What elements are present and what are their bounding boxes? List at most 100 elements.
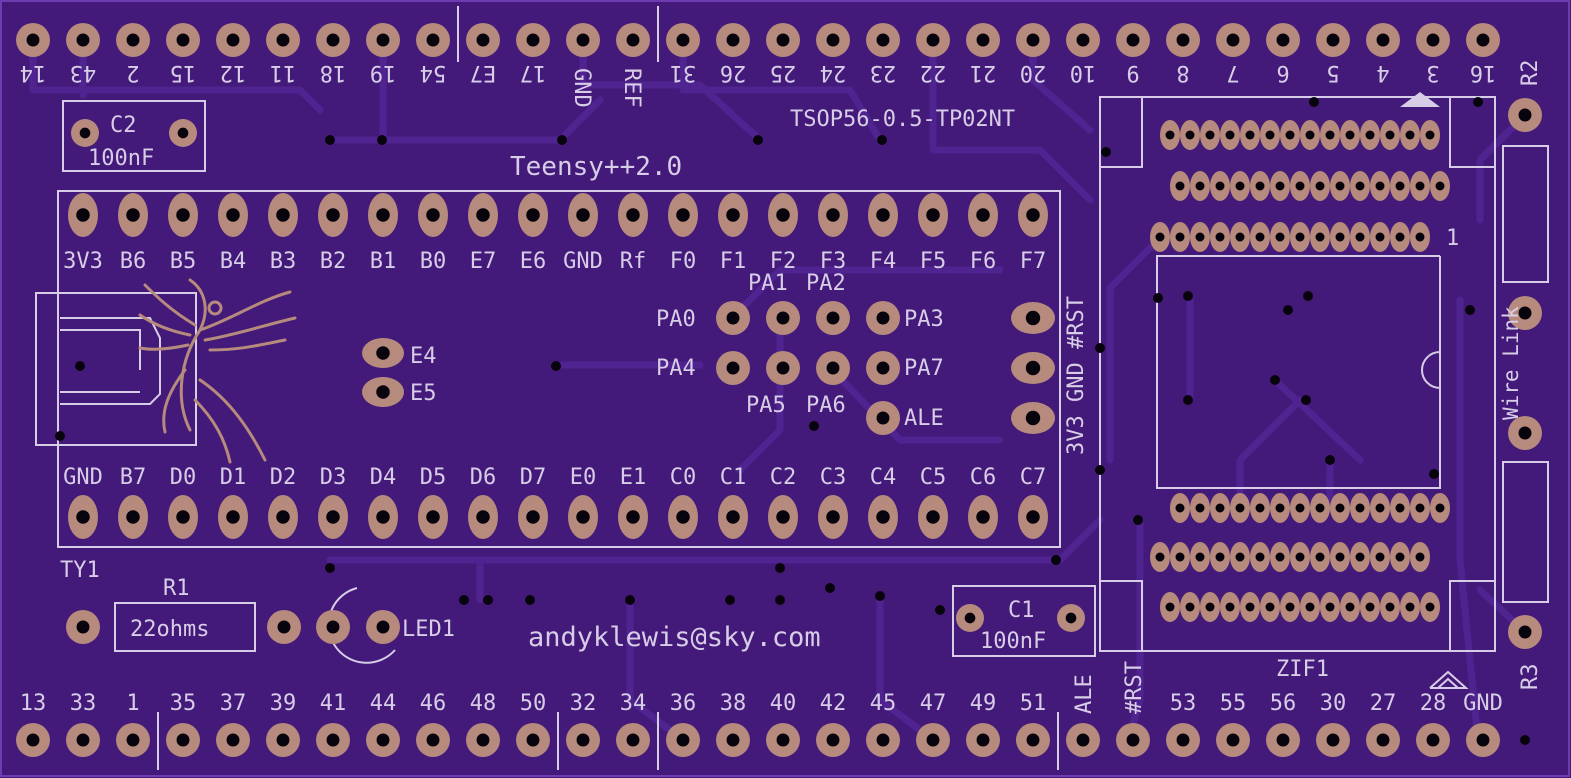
top-header-label: 26	[720, 60, 747, 85]
teensy-top-pin-label: B3	[270, 249, 297, 274]
bottom-header-label: 36	[670, 691, 697, 716]
top-header-label: 17	[520, 60, 547, 85]
edge-pad-labels: 3V3 GND #RST	[1064, 296, 1089, 455]
via	[325, 563, 335, 573]
teensy-bottom-pin-label: C7	[1020, 465, 1047, 490]
bottom-header-label: GND	[1463, 691, 1503, 716]
top-header-label: 14	[20, 60, 47, 85]
via	[525, 595, 535, 605]
via	[809, 421, 819, 431]
bottom-header-label: 55	[1220, 691, 1247, 716]
bottom-header-label: 28	[1420, 691, 1447, 716]
via	[1183, 395, 1193, 405]
bottom-header-label: 51	[1020, 691, 1047, 716]
top-header-label: 54	[420, 60, 447, 85]
via	[1133, 515, 1143, 525]
teensy-top-pin-label: F7	[1020, 249, 1047, 274]
bottom-header-label: ALE	[1072, 674, 1097, 714]
wire-link-label: Wire Link	[1499, 306, 1523, 420]
bottom-header-label: 47	[920, 691, 947, 716]
teensy-bottom-pin-label: E1	[620, 465, 647, 490]
phoenix-logo-icon	[138, 278, 297, 464]
via	[625, 595, 635, 605]
c2-ref: C2	[110, 113, 137, 138]
via	[557, 135, 567, 145]
via	[1101, 147, 1111, 157]
top-header-label: REF	[619, 68, 644, 108]
top-header-label: 2	[126, 60, 139, 85]
via	[1095, 465, 1105, 475]
teensy-top-pin-label: B2	[320, 249, 347, 274]
via	[325, 135, 335, 145]
top-header-label: 16	[1470, 60, 1497, 85]
teensy-top-pin-label: F1	[720, 249, 747, 274]
bottom-header-label: 37	[220, 691, 247, 716]
bottom-header-label: 48	[470, 691, 497, 716]
bottom-header-label: 45	[870, 691, 897, 716]
top-header-label: 7	[1226, 60, 1239, 85]
bottom-header-label: 49	[970, 691, 997, 716]
top-header-label: 21	[970, 60, 997, 85]
teensy-top-pin-label: F4	[870, 249, 897, 274]
top-header-label: 5	[1326, 60, 1339, 85]
teensy-top-pin-label: B1	[370, 249, 397, 274]
pad-label-ale: ALE	[904, 406, 944, 431]
top-header-label: 11	[270, 60, 297, 85]
via	[825, 583, 835, 593]
teensy-top-pin-label: B5	[170, 249, 197, 274]
r1-ref: R1	[163, 576, 190, 601]
via	[1465, 305, 1475, 315]
via	[775, 563, 785, 573]
teensy-ref: TY1	[60, 558, 100, 583]
pad-label-pa4: PA4	[656, 356, 696, 381]
teensy-top-pin-label: 3V3	[63, 249, 103, 274]
teensy-bottom-pin-label: B7	[120, 465, 147, 490]
teensy-bottom-pin-label: D4	[370, 465, 397, 490]
bottom-header-label: 30	[1320, 691, 1347, 716]
teensy-top-pin-label: E7	[470, 249, 497, 274]
via	[1301, 395, 1311, 405]
top-header-label: 23	[870, 60, 897, 85]
via	[1183, 291, 1193, 301]
top-header-label: 22	[920, 60, 947, 85]
silkscreen-outlines	[35, 6, 1549, 770]
top-header-label: 15	[170, 60, 197, 85]
teensy-top-pin-label: F3	[820, 249, 847, 274]
chip-label: TSOP56-0.5-TP02NT	[790, 107, 1015, 132]
teensy-top-pin-label: E6	[520, 249, 547, 274]
top-header-label: E7	[470, 60, 497, 85]
bottom-header-label: 34	[620, 691, 647, 716]
copper-pads	[16, 23, 1542, 757]
via	[459, 595, 469, 605]
led-ref: LED1	[402, 617, 455, 642]
via	[725, 595, 735, 605]
zif-ref: ZIF1	[1276, 657, 1329, 682]
bottom-header-label: 41	[320, 691, 347, 716]
top-header-label: 31	[670, 60, 697, 85]
c2-value: 100nF	[88, 146, 154, 171]
r1-value: 22ohms	[130, 617, 209, 642]
via	[877, 135, 887, 145]
teensy-bottom-pin-label: C6	[970, 465, 997, 490]
top-header-label: GND	[569, 68, 594, 108]
top-header-label: 9	[1126, 60, 1139, 85]
via	[483, 595, 493, 605]
teensy-top-pin-label: B0	[420, 249, 447, 274]
teensy-top-pin-label: F0	[670, 249, 697, 274]
r2-ref: R2	[1518, 60, 1543, 87]
teensy-bottom-pin-label: C4	[870, 465, 897, 490]
teensy-bottom-pin-label: C5	[920, 465, 947, 490]
bottom-header-label: 33	[70, 691, 97, 716]
c1-ref: C1	[1008, 598, 1035, 623]
teensy-bottom-pin-label: C1	[720, 465, 747, 490]
bottom-header-label: 42	[820, 691, 847, 716]
bottom-header-label: 40	[770, 691, 797, 716]
email-label: andyklewis@sky.com	[528, 622, 821, 653]
via	[1325, 455, 1335, 465]
teensy-bottom-pin-label: D1	[220, 465, 247, 490]
via	[935, 605, 945, 615]
via	[1283, 305, 1293, 315]
via	[875, 591, 885, 601]
bottom-header-label: 46	[420, 691, 447, 716]
